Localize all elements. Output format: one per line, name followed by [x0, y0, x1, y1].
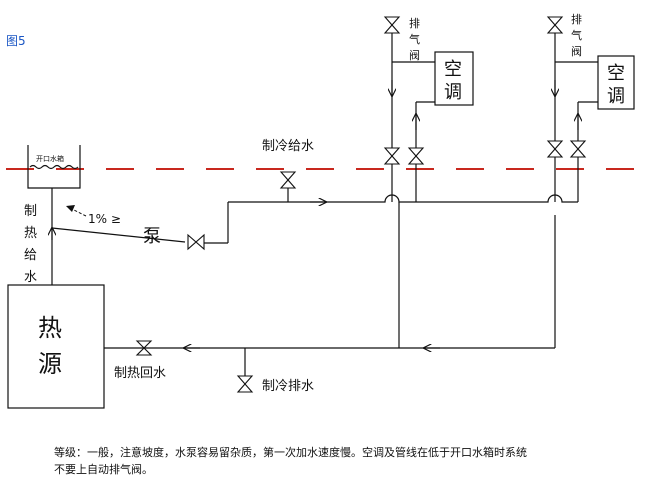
svg-text:气: 气 — [409, 32, 420, 46]
slope-label: 1% ≥ — [88, 212, 121, 226]
svg-text:空: 空 — [607, 63, 625, 84]
cooling-drain-valve — [236, 375, 254, 393]
slope-arrow — [66, 205, 87, 217]
heat-return-valve — [135, 340, 153, 356]
open-water-tank: 开口水箱 — [27, 145, 81, 189]
svg-text:热: 热 — [24, 226, 37, 241]
sloped-pipe — [51, 227, 186, 243]
svg-text:气: 气 — [571, 28, 582, 42]
ac-unit-2: 空 调 — [597, 55, 635, 110]
cooling-supply-main — [228, 194, 578, 203]
note-line-2: 不要上自动排气阀。 — [54, 463, 153, 476]
heat-source: 热 源 — [7, 284, 105, 409]
svg-text:制: 制 — [24, 204, 37, 219]
ac-unit-1-circuit — [383, 16, 435, 348]
vent-valve-label-1: 排 气 阀 — [409, 16, 420, 62]
svg-text:水: 水 — [24, 270, 37, 285]
figure-label: 图5 — [6, 34, 26, 48]
vent-valve-label-2: 排 气 阀 — [571, 12, 582, 58]
heat-return-label: 制热回水 — [114, 366, 166, 381]
cooling-drain-label: 制冷排水 — [262, 379, 314, 394]
svg-text:调: 调 — [607, 86, 625, 107]
cooling-supply-label: 制冷给水 — [262, 139, 314, 154]
svg-text:阀: 阀 — [409, 48, 420, 62]
svg-text:给: 给 — [24, 248, 37, 263]
cooling-supply-valve — [279, 171, 297, 189]
pump-label: 泵 — [143, 226, 161, 247]
svg-text:排: 排 — [409, 16, 420, 30]
ac-unit-1: 空 调 — [434, 51, 474, 106]
svg-text:阀: 阀 — [571, 44, 582, 58]
svg-text:源: 源 — [38, 350, 62, 378]
note-line-1: 等级：一般，注意坡度，水泵容易留杂质，第一次加水速度慢。空调及管线在低于开口水箱… — [54, 446, 527, 459]
svg-text:排: 排 — [571, 12, 582, 26]
svg-text:热: 热 — [38, 314, 62, 342]
svg-text:空: 空 — [444, 59, 462, 80]
svg-text:调: 调 — [444, 82, 462, 103]
ac-unit-2-circuit — [546, 16, 598, 202]
note-text: 等级：一般，注意坡度，水泵容易留杂质，第一次加水速度慢。空调及管线在低于开口水箱… — [54, 444, 634, 478]
heat-supply-label: 制 热 给 水 — [24, 204, 37, 285]
pump-valve — [187, 233, 205, 251]
tank-label: 开口水箱 — [36, 154, 64, 163]
